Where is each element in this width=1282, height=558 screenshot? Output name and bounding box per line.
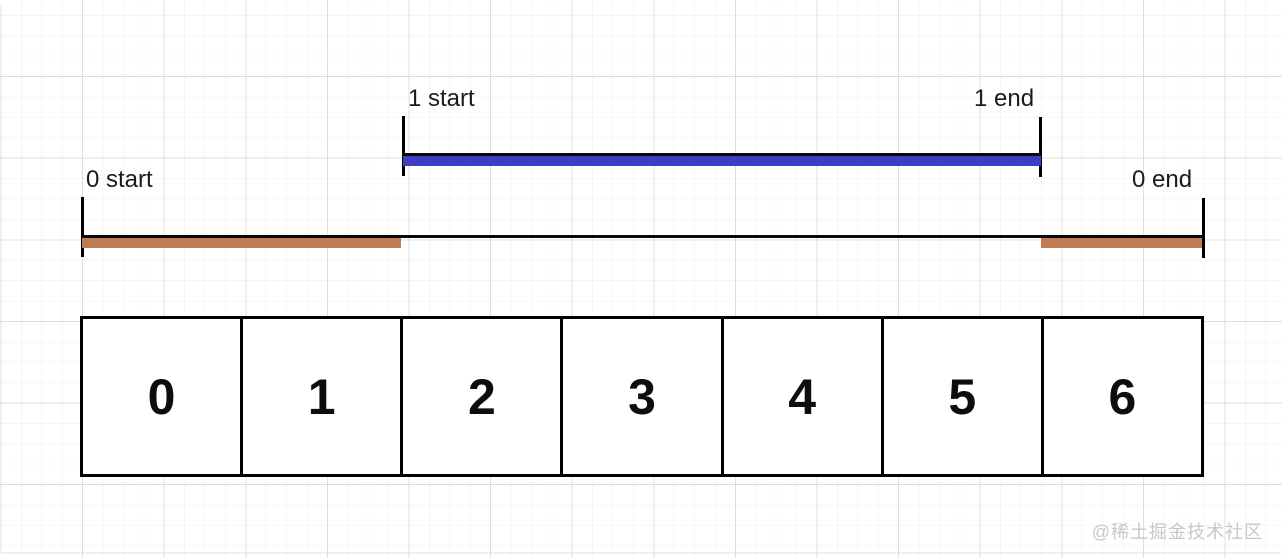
interval-0-line: [82, 235, 1205, 238]
array-cell-3: 3: [563, 319, 724, 474]
interval-1-end-tick: [1039, 117, 1042, 177]
interval-1-start-label: 1 start: [408, 85, 475, 112]
watermark-text: @稀土掘金技术社区: [1091, 522, 1263, 542]
array-cell-6: 6: [1108, 368, 1137, 425]
interval-0-bar-left-segment: [82, 238, 401, 248]
interval-0-end-label: 0 end: [1132, 166, 1193, 193]
interval-1-line: [403, 153, 1041, 156]
array-cell-1: 1: [243, 319, 404, 474]
interval-0-start-tick: [81, 197, 84, 257]
array-cell-0: 0: [83, 319, 244, 474]
interval-0-end-tick: [1202, 198, 1205, 258]
array-container: 0 1 2 3 4 5 6: [80, 316, 1204, 477]
array-cell-5: 5: [884, 319, 1044, 474]
interval-1-start-tick: [402, 116, 405, 176]
array-cell-2: 2: [403, 319, 564, 474]
interval-0-bar-right-segment: [1041, 238, 1202, 248]
interval-1-bar: [403, 156, 1041, 166]
array-cell-4: 4: [724, 319, 884, 474]
interval-1-end-label: 1 end: [974, 85, 1035, 112]
interval-0-start-label: 0 start: [86, 166, 153, 193]
